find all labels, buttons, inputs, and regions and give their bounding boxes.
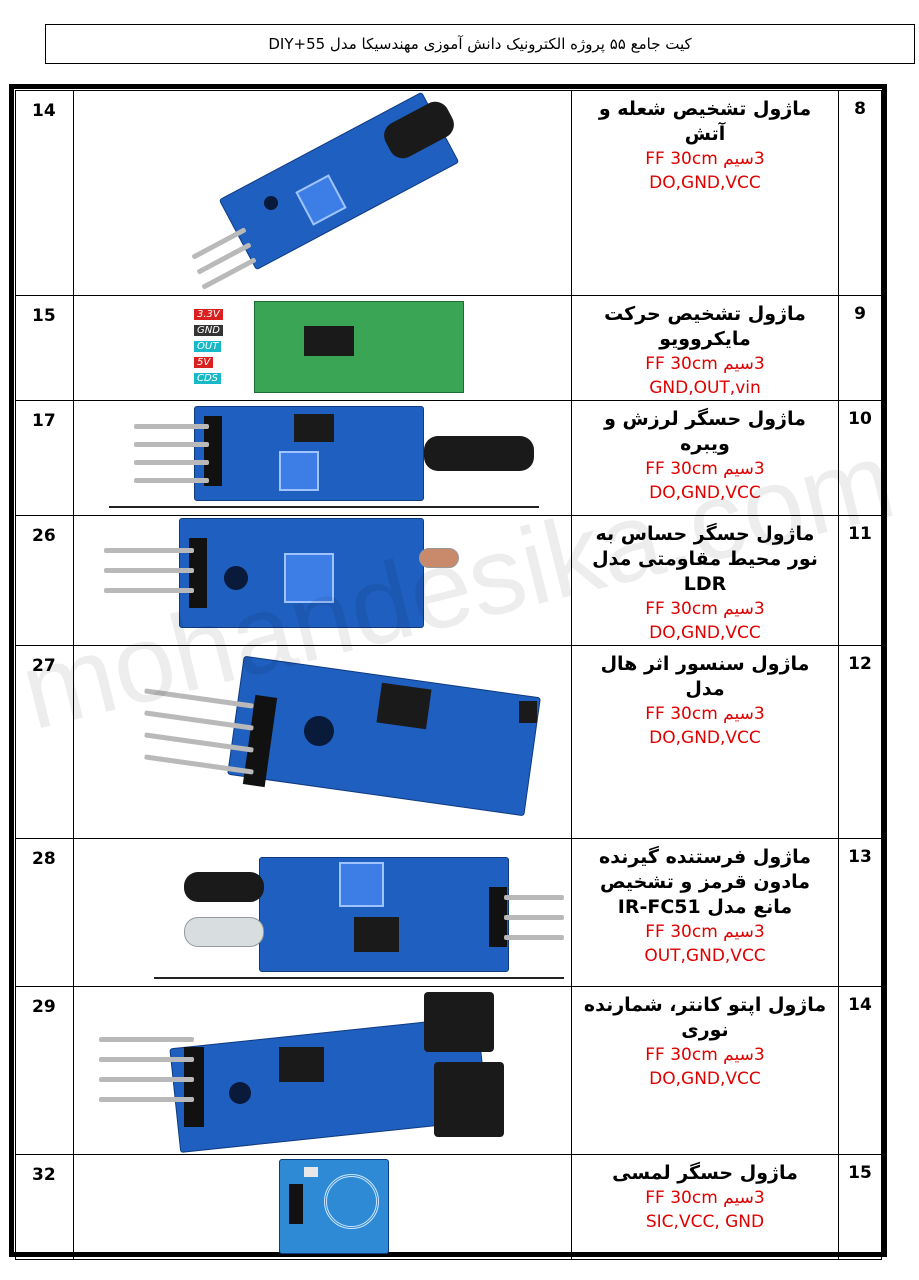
description-cell: ماژول حسگر حساس به نور محیط مقاومتی مدل … [571, 515, 839, 646]
table-row: 28 ماژول فرستنده گیرنده مادون قرمز و تشخ… [15, 838, 882, 987]
wire-spec: 3سیم FF 30cm [645, 599, 765, 619]
wire-spec: 3سیم FF 30cm [645, 704, 765, 724]
table-row: 17 ماژول حسگر لرزش و ویبره 3سیم FF [15, 400, 882, 516]
pin-label-cds: CDS [194, 373, 222, 384]
module-title: ماژول سنسور اثر هال مدل [600, 653, 810, 700]
row-number: 9 [838, 295, 882, 401]
pin-list: SIC,VCC, GND [645, 1212, 765, 1232]
ldr-light-sensor-module-image [73, 515, 572, 646]
wire-spec: 3سیم FF 30cm [645, 922, 765, 942]
microwave-radar-module-image: 3.3V GND OUT 5V CDS [73, 295, 572, 401]
opto-counter-module-image [73, 986, 572, 1155]
module-title: ماژول فرستنده گیرنده مادون قرمز و تشخیص … [599, 846, 811, 918]
pin-list: DO,GND,VCC [649, 173, 761, 193]
table-row: 14 ماژول تشخیص شعله و آتش 3سیم FF 30cm D… [15, 90, 882, 296]
row-number: 8 [838, 90, 882, 296]
module-title: ماژول حسگر لرزش و ویبره [604, 408, 806, 455]
table-row: 27 ماژول سنسور اثر هال مدل 3سیم FF 30cm [15, 645, 882, 839]
quantity-cell: 14 [15, 90, 74, 296]
quantity-cell: 15 [15, 295, 74, 401]
description-cell: ماژول حسگر لرزش و ویبره 3سیم FF 30cm DO,… [571, 400, 839, 516]
vibration-sensor-module-image [73, 400, 572, 516]
parts-table: 14 ماژول تشخیص شعله و آتش 3سیم FF 30cm D… [15, 90, 882, 1260]
table-row: 32 ماژول حسگر لمسی 3سیم FF 30cm SIC,VCC,… [15, 1154, 882, 1260]
pin-list: DO,GND,VCC [649, 1069, 761, 1089]
module-title: ماژول تشخیص حرکت مایکروویو [604, 303, 806, 350]
pin-label-5v: 5V [194, 357, 214, 368]
quantity-cell: 32 [15, 1154, 74, 1260]
pin-list: DO,GND,VCC [649, 483, 761, 503]
table-row: 29 ماژول اپتو کانتر، شمارنده نوری 3 [15, 986, 882, 1155]
quantity-cell: 26 [15, 515, 74, 646]
row-number: 11 [838, 515, 882, 646]
description-cell: ماژول فرستنده گیرنده مادون قرمز و تشخیص … [571, 838, 839, 987]
wire-spec: 3سیم FF 30cm [645, 149, 765, 169]
quantity-cell: 17 [15, 400, 74, 516]
pin-label-3v3: 3.3V [194, 309, 223, 320]
flame-sensor-module-image [73, 90, 572, 296]
quantity-cell: 27 [15, 645, 74, 839]
wire-spec: 3سیم FF 30cm [645, 1188, 765, 1208]
description-cell: ماژول سنسور اثر هال مدل 3سیم FF 30cm DO,… [571, 645, 839, 839]
pin-list: DO,GND,VCC [649, 728, 761, 748]
description-cell: ماژول اپتو کانتر، شمارنده نوری 3سیم FF 3… [571, 986, 839, 1155]
module-title: ماژول حسگر لمسی [612, 1162, 798, 1184]
pin-list: GND,OUT,vin [649, 378, 761, 398]
touch-sensor-module-image [73, 1154, 572, 1260]
row-number: 12 [838, 645, 882, 839]
document-header: کیت جامع ۵۵ پروژه الکترونیک دانش آموزی م… [45, 24, 915, 64]
row-number: 13 [838, 838, 882, 987]
module-title: ماژول تشخیص شعله و آتش [598, 98, 812, 145]
quantity-cell: 28 [15, 838, 74, 987]
hall-effect-sensor-module-image [73, 645, 572, 839]
pin-label-out: OUT [194, 341, 222, 352]
wire-spec: 3سیم FF 30cm [645, 459, 765, 479]
row-number: 14 [838, 986, 882, 1155]
description-cell: ماژول حسگر لمسی 3سیم FF 30cm SIC,VCC, GN… [571, 1154, 839, 1260]
pin-list: OUT,GND,VCC [644, 946, 766, 966]
description-cell: ماژول تشخیص حرکت مایکروویو 3سیم FF 30cm … [571, 295, 839, 401]
row-number: 15 [838, 1154, 882, 1260]
wire-spec: 3سیم FF 30cm [645, 354, 765, 374]
module-title: ماژول حسگر حساس به نور محیط مقاومتی مدل … [592, 523, 818, 595]
pin-label-gnd: GND [194, 325, 223, 336]
row-number: 10 [838, 400, 882, 516]
wire-spec: 3سیم FF 30cm [645, 1045, 765, 1065]
table-row: 26 ماژول حسگر حساس به نور محیط مقاومتی م… [15, 515, 882, 646]
table-row: 15 3.3V GND OUT 5V CDS ماژول تشخیص حرکت … [15, 295, 882, 401]
module-title: ماژول اپتو کانتر، شمارنده نوری [583, 994, 827, 1041]
pin-list: DO,GND,VCC [649, 623, 761, 643]
ir-obstacle-module-image [73, 838, 572, 987]
quantity-cell: 29 [15, 986, 74, 1155]
description-cell: ماژول تشخیص شعله و آتش 3سیم FF 30cm DO,G… [571, 90, 839, 296]
document-title: کیت جامع ۵۵ پروژه الکترونیک دانش آموزی م… [268, 35, 692, 53]
